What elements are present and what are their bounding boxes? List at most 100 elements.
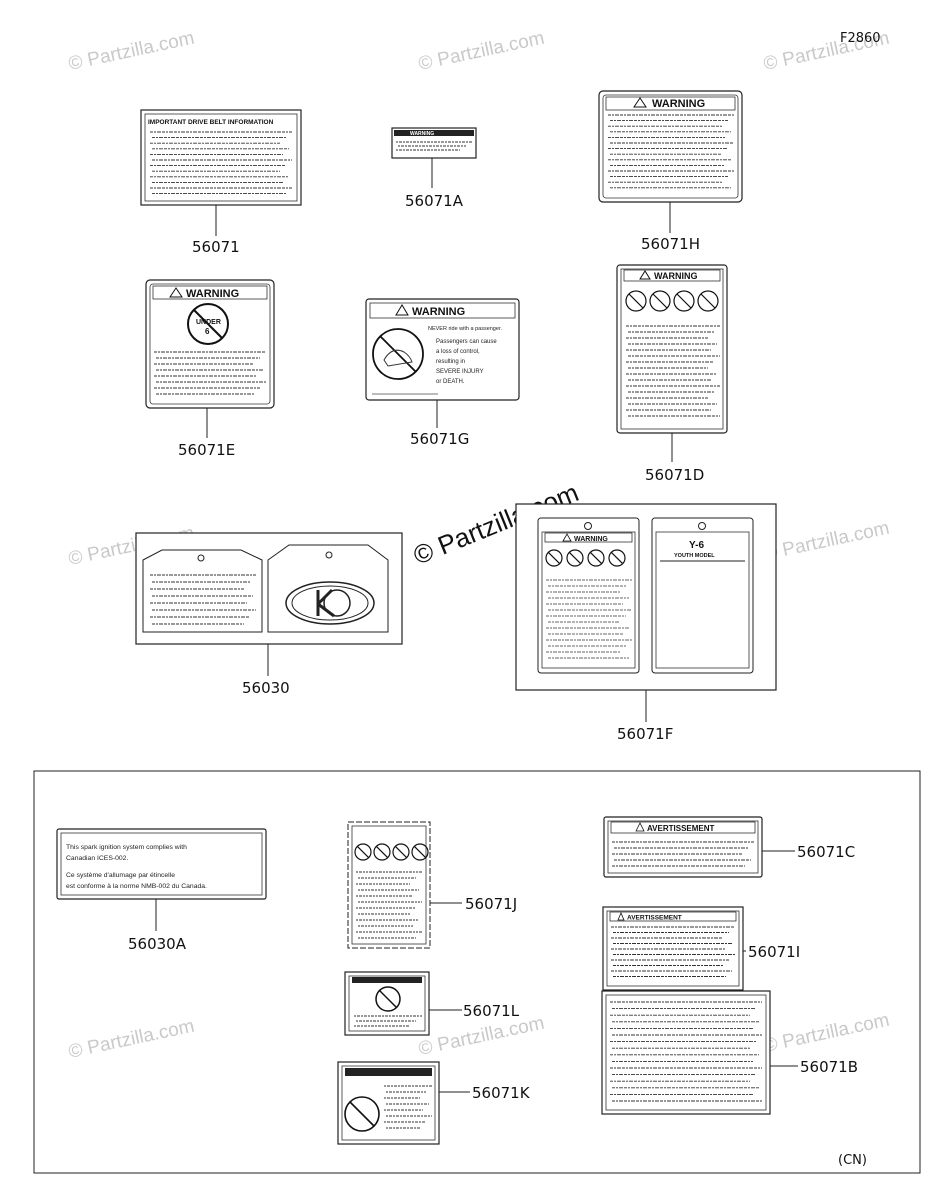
text-lines bbox=[150, 574, 256, 625]
pictograms bbox=[354, 843, 429, 861]
label-56071F[interactable]: WARNING Y-6 YOUTH MODEL bbox=[515, 503, 777, 691]
youth-title: Y-6 bbox=[689, 540, 704, 551]
canada-text-3: Ce système d'allumage par étincelle bbox=[66, 872, 175, 879]
label-56030A[interactable]: This spark ignition system complies with… bbox=[56, 828, 267, 900]
text-lines bbox=[612, 841, 754, 867]
text-lines bbox=[154, 351, 266, 395]
prohibition-slash bbox=[356, 845, 370, 859]
prohibition-icon bbox=[411, 843, 429, 861]
label-56071L[interactable] bbox=[344, 971, 430, 1036]
part-number-56030A[interactable]: 56030A bbox=[128, 935, 187, 953]
prohibition-slash bbox=[375, 845, 389, 859]
region-code: (CN) bbox=[838, 1153, 867, 1168]
text-lines bbox=[150, 131, 292, 195]
under-age-num: 6 bbox=[205, 327, 210, 336]
prohibition-icon bbox=[649, 290, 671, 312]
label-56071B[interactable] bbox=[601, 990, 771, 1115]
prohibition-icon bbox=[625, 290, 647, 312]
part-number-56071C[interactable]: 56071C bbox=[797, 843, 855, 861]
part-number-56071K[interactable]: 56071K bbox=[472, 1084, 531, 1102]
passenger-text-3: a loss of control, bbox=[436, 349, 480, 355]
part-number-56030[interactable]: 56030 bbox=[242, 679, 290, 697]
prohibition-icon bbox=[608, 549, 626, 567]
label-56030[interactable] bbox=[135, 532, 403, 645]
prohibition-slash bbox=[652, 293, 668, 309]
part-number-56071F[interactable]: 56071F bbox=[617, 725, 673, 743]
passenger-text-2: Passengers can cause bbox=[436, 339, 497, 345]
drive-belt-title: IMPORTANT DRIVE BELT INFORMATION bbox=[148, 119, 274, 126]
part-number-56071H[interactable]: 56071H bbox=[641, 235, 700, 253]
prohibition-slash bbox=[589, 551, 603, 565]
youth-subtitle: YOUTH MODEL bbox=[674, 553, 715, 559]
label-56071I[interactable]: AVERTISSEMENT bbox=[602, 906, 744, 991]
avertissement-header: AVERTISSEMENT bbox=[647, 824, 715, 833]
part-number-56071L[interactable]: 56071L bbox=[463, 1002, 520, 1020]
part-number-56071E[interactable]: 56071E bbox=[178, 441, 235, 459]
prohibition-slash bbox=[676, 293, 692, 309]
watermark: © Partzilla.com bbox=[67, 28, 197, 75]
label-56071K[interactable] bbox=[337, 1061, 440, 1145]
prohibition-slash bbox=[610, 551, 624, 565]
prohibition-icon bbox=[587, 549, 605, 567]
text-lines bbox=[608, 114, 734, 189]
label-56071E[interactable]: WARNING UNDER 6 bbox=[145, 279, 275, 409]
text-lines bbox=[546, 579, 632, 659]
warning-header: WARNING bbox=[654, 271, 698, 281]
cn-region-box bbox=[33, 770, 921, 1174]
label-56071J[interactable] bbox=[347, 821, 431, 949]
warning-header: WARNING bbox=[412, 306, 465, 318]
part-number-56071I[interactable]: 56071I bbox=[748, 943, 800, 961]
warning-header: WARNING bbox=[652, 98, 705, 110]
prohibition-icon bbox=[373, 843, 391, 861]
prohibition-slash bbox=[700, 293, 716, 309]
text-lines bbox=[354, 1015, 422, 1027]
prohibition-slash bbox=[394, 845, 408, 859]
passenger-text-5: SEVERE INJURY bbox=[436, 369, 484, 375]
part-number-56071G[interactable]: 56071G bbox=[410, 430, 469, 448]
part-number-56071B[interactable]: 56071B bbox=[800, 1058, 858, 1076]
watermark: © Partzilla.com bbox=[762, 1010, 892, 1057]
prohibition-icon bbox=[566, 549, 584, 567]
text-lines bbox=[396, 141, 472, 151]
prohibition-slash bbox=[628, 293, 644, 309]
warning-header: WARNING bbox=[186, 288, 239, 300]
prohibition-slash bbox=[547, 551, 561, 565]
watermark: © Partzilla.com bbox=[417, 28, 547, 75]
prohibition-icon bbox=[354, 843, 372, 861]
prohibition-icon bbox=[392, 843, 410, 861]
passenger-text-1: NEVER ride with a passenger. bbox=[428, 326, 502, 332]
prohibition-slash bbox=[413, 845, 427, 859]
passenger-text-4: resulting in bbox=[436, 359, 465, 365]
part-number-56071A[interactable]: 56071A bbox=[405, 192, 464, 210]
part-number-56071[interactable]: 56071 bbox=[192, 238, 240, 256]
passenger-text-6: or DEATH. bbox=[436, 379, 465, 385]
label-56071[interactable]: IMPORTANT DRIVE BELT INFORMATION bbox=[140, 109, 302, 206]
canada-text-1: This spark ignition system complies with bbox=[66, 844, 187, 851]
canada-text-4: est conforme à la norme NMB-002 du Canad… bbox=[66, 883, 207, 890]
text-lines bbox=[356, 871, 422, 939]
warning-header: WARNING bbox=[574, 536, 608, 543]
pictograms bbox=[625, 290, 719, 312]
watermark: © Partzilla.com bbox=[762, 518, 892, 565]
warning-small: WARNING bbox=[410, 131, 434, 137]
prohibition-icon bbox=[545, 549, 563, 567]
prohibition-icon bbox=[697, 290, 719, 312]
label-56071H[interactable]: WARNING bbox=[598, 90, 743, 203]
label-56071D[interactable]: WARNING bbox=[616, 264, 728, 434]
figure-code: F2860 bbox=[840, 31, 881, 46]
pictograms bbox=[545, 549, 626, 567]
label-56071A[interactable]: WARNING bbox=[391, 127, 477, 159]
text-lines bbox=[384, 1085, 432, 1129]
under-age-text: UNDER bbox=[196, 319, 221, 326]
label-56071C[interactable]: AVERTISSEMENT bbox=[603, 816, 763, 878]
text-lines bbox=[626, 325, 720, 417]
part-number-56071J[interactable]: 56071J bbox=[465, 895, 517, 913]
text-lines bbox=[611, 926, 735, 977]
part-number-56071D[interactable]: 56071D bbox=[645, 466, 704, 484]
prohibition-icon bbox=[673, 290, 695, 312]
prohibition-slash bbox=[568, 551, 582, 565]
label-56071G[interactable]: WARNING NEVER ride with a passenger. Pas… bbox=[365, 298, 520, 401]
watermark: © Partzilla.com bbox=[67, 1016, 197, 1063]
